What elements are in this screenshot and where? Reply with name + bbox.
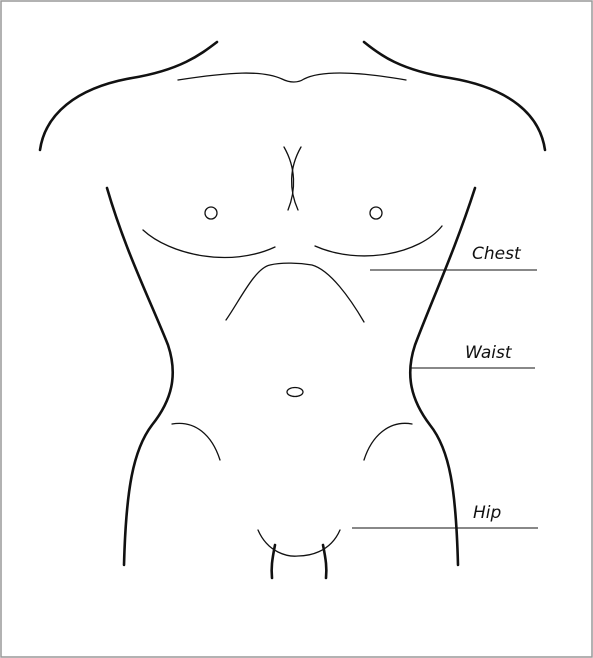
right-pectoral-line: [315, 226, 442, 256]
waist-label: Waist: [465, 345, 512, 362]
left-torso-side: [107, 188, 173, 565]
left-shoulder-line: [40, 42, 217, 150]
navel: [287, 388, 303, 397]
rib-arch-line: [226, 263, 364, 322]
right-inner-thigh: [323, 545, 326, 578]
right-shoulder-line: [364, 42, 545, 150]
torso-outline: [40, 42, 545, 578]
right-torso-side: [410, 188, 475, 565]
left-pectoral-line: [143, 230, 275, 257]
left-hip-curve: [172, 423, 220, 460]
right-nipple: [370, 207, 382, 219]
collarbone-line: [178, 73, 406, 82]
sternum-left-curve: [284, 147, 294, 210]
left-nipple: [205, 207, 217, 219]
groin-curve: [258, 530, 340, 556]
hip-label: Hip: [473, 505, 501, 522]
measurement-lines: [352, 270, 538, 528]
left-inner-thigh: [272, 545, 275, 578]
right-hip-curve: [364, 423, 412, 460]
chest-label: Chest: [472, 246, 521, 263]
